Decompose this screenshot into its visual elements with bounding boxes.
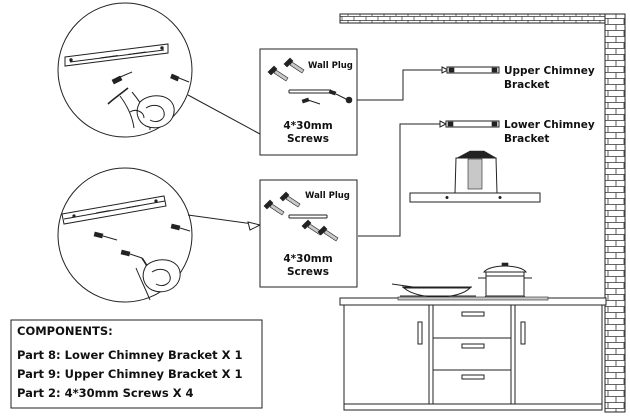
- component-item: Part 8: Lower Chimney Bracket X 1: [17, 348, 243, 362]
- screw-icon: [170, 223, 191, 232]
- lower-bracket-label: Lower Chimney: [504, 119, 595, 131]
- screws-size-label: 4*30mm: [283, 253, 332, 265]
- lower-bracket-detail-circle: [57, 167, 193, 303]
- screw-icon: [301, 97, 321, 105]
- brick-wall: [339, 13, 626, 413]
- component-item: Part 9: Upper Chimney Bracket X 1: [17, 367, 243, 381]
- upper-bracket-label: Upper Chimney: [504, 65, 595, 77]
- lower-bracket-drawing: [61, 195, 167, 225]
- upper-bracket-detail-circle: [57, 2, 193, 138]
- components-box: COMPONENTS: Part 8: Lower Chimney Bracke…: [10, 319, 263, 409]
- screw-icon: [111, 71, 133, 85]
- wall-plug-icon: [267, 57, 305, 82]
- wall-plug-icon: [301, 219, 339, 242]
- wok-pan: [391, 283, 476, 298]
- screws-size-label: 4*30mm: [283, 120, 332, 132]
- wall-plug-label: Wall Plug: [308, 61, 353, 71]
- screws-label: Screws: [287, 266, 329, 278]
- component-item: Part 2: 4*30mm Screws X 4: [17, 386, 194, 400]
- screw-icon: [328, 89, 353, 104]
- screw-icon: [93, 231, 118, 241]
- hardware-box-top: Wall Plug 4*30mm Screws: [259, 48, 358, 156]
- screw-icon: [170, 73, 190, 83]
- wall-plug-icon: [263, 191, 301, 216]
- kitchen-cabinet: [339, 296, 607, 411]
- screwdriver-hand-icon: [135, 257, 181, 301]
- upper-chimney-bracket: Upper Chimney Bracket: [446, 65, 595, 91]
- lower-bracket-label-line2: Bracket: [504, 133, 549, 145]
- screwdriver-hand-icon: [107, 87, 175, 131]
- cooking-pot: [478, 262, 532, 301]
- upper-bracket-label-line2: Bracket: [504, 79, 549, 91]
- range-hood: [409, 150, 541, 203]
- screw-icon: [120, 249, 143, 259]
- upper-bracket-drawing: [64, 43, 169, 67]
- mini-bracket-icon: [288, 214, 328, 219]
- lower-chimney-bracket: Lower Chimney Bracket: [445, 119, 595, 145]
- components-title: COMPONENTS:: [17, 324, 113, 338]
- callout-lines: [187, 66, 450, 237]
- screws-label: Screws: [287, 133, 329, 145]
- wall-plug-label: Wall Plug: [305, 191, 350, 201]
- hardware-box-bottom: Wall Plug 4*30mm Screws: [259, 179, 358, 288]
